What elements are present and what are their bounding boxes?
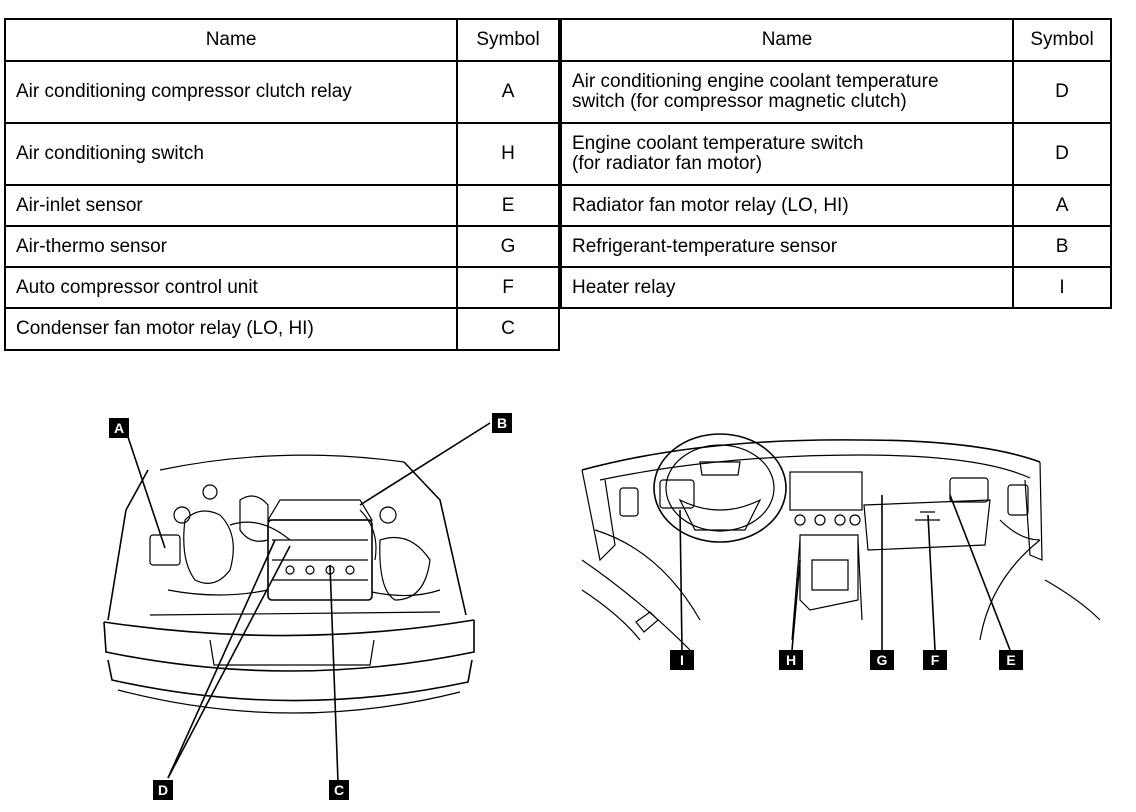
- callout-i: I: [670, 650, 694, 670]
- header-name: Name: [3, 18, 459, 62]
- table-row: Air conditioning switch H: [3, 122, 560, 186]
- svg-text:B: B: [497, 415, 507, 431]
- svg-text:E: E: [1006, 652, 1015, 668]
- row-symbol: I: [1012, 266, 1112, 309]
- table-row: Air conditioning engine coolant temperat…: [559, 60, 1112, 124]
- callout-e: E: [999, 650, 1023, 670]
- header-symbol: Symbol: [456, 18, 560, 62]
- table-row: Radiator fan motor relay (LO, HI) A: [559, 184, 1112, 227]
- leader-line-i: [679, 509, 683, 651]
- row-symbol: B: [1012, 225, 1112, 268]
- leader-line-h: [791, 559, 801, 651]
- table-row: Refrigerant-temperature sensor B: [559, 225, 1112, 268]
- table-row: Condenser fan motor relay (LO, HI) C: [3, 307, 560, 351]
- row-name: Heater relay: [559, 266, 1015, 309]
- row-name: Air conditioning engine coolant temperat…: [559, 60, 1015, 124]
- row-symbol: F: [456, 266, 560, 309]
- svg-text:D: D: [158, 782, 168, 798]
- row-symbol: A: [1012, 184, 1112, 227]
- table-row: Heater relay I: [559, 266, 1112, 309]
- row-name: Refrigerant-temperature sensor: [559, 225, 1015, 268]
- callout-b: B: [492, 413, 512, 433]
- row-name: Air-inlet sensor: [3, 184, 459, 227]
- row-symbol: G: [456, 225, 560, 268]
- table-row: Air-thermo sensor G: [3, 225, 560, 268]
- row-symbol: D: [1012, 122, 1112, 186]
- leader-line-b: [359, 422, 491, 506]
- row-name: Engine coolant temperature switch (for r…: [559, 122, 1015, 186]
- svg-text:H: H: [786, 652, 796, 668]
- callout-a: A: [109, 418, 129, 438]
- row-name: Condenser fan motor relay (LO, HI): [3, 307, 459, 351]
- row-name: Air-thermo sensor: [3, 225, 459, 268]
- row-symbol: D: [1012, 60, 1112, 124]
- row-symbol: A: [456, 60, 560, 124]
- leader-line-a: [127, 436, 166, 549]
- callout-d: D: [153, 780, 173, 800]
- parts-table-right: Name Symbol Air conditioning engine cool…: [559, 18, 1112, 309]
- svg-text:F: F: [931, 652, 940, 668]
- callout-f: F: [923, 650, 947, 670]
- dashboard-illustration: [581, 433, 1101, 651]
- row-name: Air conditioning compressor clutch relay: [3, 60, 459, 124]
- svg-text:C: C: [334, 782, 344, 798]
- row-symbol: C: [456, 307, 560, 351]
- table-header-row: Name Symbol: [559, 18, 1112, 62]
- svg-text:A: A: [114, 420, 124, 436]
- row-symbol: E: [456, 184, 560, 227]
- table-row: Air conditioning compressor clutch relay…: [3, 60, 560, 124]
- header-name: Name: [559, 18, 1015, 62]
- row-name: Air conditioning switch: [3, 122, 459, 186]
- table-row: Auto compressor control unit F: [3, 266, 560, 309]
- parts-table-left: Name Symbol Air conditioning compressor …: [3, 18, 560, 351]
- callout-g: G: [870, 650, 894, 670]
- leader-line-c: [329, 564, 339, 783]
- row-name: Radiator fan motor relay (LO, HI): [559, 184, 1015, 227]
- svg-text:G: G: [877, 652, 888, 668]
- table-header-row: Name Symbol: [3, 18, 560, 62]
- row-name: Auto compressor control unit: [3, 266, 459, 309]
- header-symbol: Symbol: [1012, 18, 1112, 62]
- table-row: Air-inlet sensor E: [3, 184, 560, 227]
- svg-text:I: I: [680, 652, 684, 668]
- engine-compartment-illustration: [103, 454, 475, 714]
- leader-line-e: [949, 494, 1011, 651]
- leader-line-d: [167, 539, 276, 779]
- callout-c: C: [329, 780, 349, 800]
- table-row: Engine coolant temperature switch (for r…: [559, 122, 1112, 186]
- row-symbol: H: [456, 122, 560, 186]
- leader-line-f: [927, 514, 936, 651]
- callout-h: H: [779, 650, 803, 670]
